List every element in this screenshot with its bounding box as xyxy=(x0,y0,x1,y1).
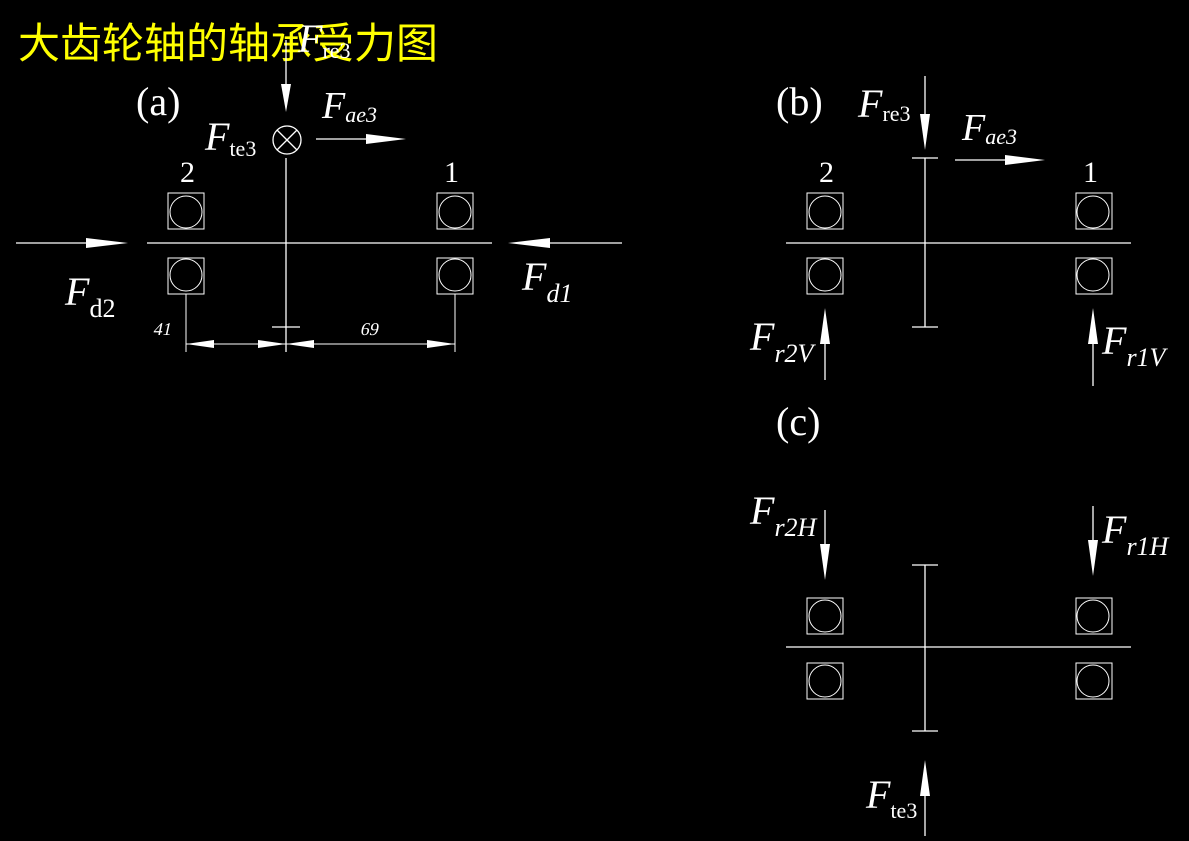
panel-c-fr1h-arrowhead xyxy=(1088,540,1098,576)
panel-c-fte3-label: Fte3 xyxy=(865,772,917,823)
panel-b-fr1v-arrowhead xyxy=(1088,308,1098,344)
panel-c-fte3-arrowhead xyxy=(920,760,930,796)
panel-a-fae3-label: Fae3 xyxy=(321,85,377,127)
panel-c-bearing-1 xyxy=(1075,597,1113,700)
panel-b: (b) 2 1 Fre3 Fae3 Fr2V xyxy=(749,76,1169,386)
panel-b-fre3-arrowhead xyxy=(920,114,930,150)
panel-c-label: (c) xyxy=(776,399,820,444)
panel-c-fr2h-arrowhead xyxy=(820,544,830,580)
panel-b-fr1v-label: Fr1V xyxy=(1101,318,1169,372)
panel-a-fae3-arrowhead xyxy=(366,134,406,144)
panel-a-dim-41: 41 xyxy=(152,319,174,339)
panel-b-fr2v-label: Fr2V xyxy=(749,314,817,368)
panel-a-dimension-lines xyxy=(185,294,456,352)
panel-c-bearing-2 xyxy=(806,597,844,700)
panel-a-bearing-1-label: 1 xyxy=(444,156,459,189)
panel-b-bearing-1 xyxy=(1075,192,1113,295)
panel-b-bearing-1-label: 1 xyxy=(1083,156,1098,189)
panel-b-fae3-arrowhead xyxy=(1005,155,1045,165)
panel-b-fae3-label: Fae3 xyxy=(961,107,1017,149)
panel-a-dim-69: 69 xyxy=(359,319,381,339)
panel-a-label: (a) xyxy=(136,79,180,124)
panel-b-fre3-label: Fre3 xyxy=(857,81,911,126)
panel-b-bearing-2 xyxy=(806,192,844,295)
panel-a-fte3-label: Fte3 xyxy=(204,114,256,161)
panel-c-fr2h-label: Fr2H xyxy=(749,488,818,542)
panel-a-fd1-arrowhead xyxy=(508,238,550,248)
panel-a-fd1-label: Fd1 xyxy=(521,254,572,308)
panel-b-fr2v-arrowhead xyxy=(820,308,830,344)
panel-b-bearing-2-label: 2 xyxy=(819,156,834,189)
panel-a-fd2-arrowhead xyxy=(86,238,128,248)
panel-a-fre3-label: Fre3 xyxy=(297,16,351,63)
panel-a-fd2-label: Fd2 xyxy=(64,269,115,323)
panel-c-fr1h-label: Fr1H xyxy=(1101,507,1170,561)
panel-b-label: (b) xyxy=(776,79,823,124)
panel-a-into-page-symbol xyxy=(272,125,302,155)
diagram-title: 大齿轮轴的轴承受力图 xyxy=(18,19,438,68)
panel-c: (c) Fr2H Fr1H Fte3 xyxy=(749,399,1170,836)
panel-a-bearing-2-label: 2 xyxy=(180,156,195,189)
panel-a: (a) 2 1 Fre3 xyxy=(16,16,622,352)
panel-a-fre3-arrowhead xyxy=(281,84,291,112)
